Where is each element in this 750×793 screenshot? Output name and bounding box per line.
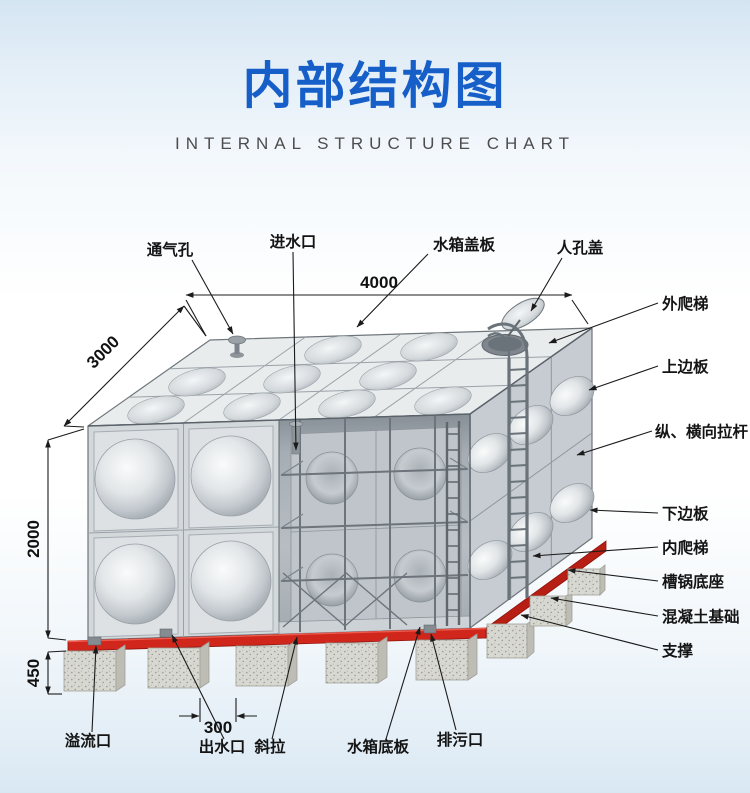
right-panel-domes bbox=[467, 376, 595, 580]
label-overflow: 溢流口 bbox=[65, 731, 112, 750]
label-int-ladder: 内爬梯 bbox=[662, 538, 709, 557]
tie-rods-horizontal bbox=[280, 468, 469, 582]
page-subtitle: INTERNAL STRUCTURE CHART bbox=[175, 134, 575, 153]
manhole bbox=[481, 297, 545, 356]
label-vent: 通气孔 bbox=[147, 240, 194, 259]
label-inlet: 进水口 bbox=[270, 232, 317, 251]
dim-width-label: 4000 bbox=[360, 273, 398, 292]
dim-gap-label: 300 bbox=[204, 718, 232, 737]
drain-pipe bbox=[423, 624, 437, 634]
label-outlet: 出水口 bbox=[199, 737, 246, 756]
dimension-lines bbox=[45, 292, 589, 722]
label-ext-ladder: 外爬梯 bbox=[662, 294, 709, 313]
label-tie-rods: 纵、横向拉杆 bbox=[655, 422, 749, 441]
page-title: 内部结构图 bbox=[242, 58, 508, 114]
internal-ladder bbox=[445, 421, 461, 626]
label-top-plate: 上边板 bbox=[662, 357, 709, 376]
label-drain: 排污口 bbox=[437, 730, 484, 749]
tie-rods-vertical bbox=[299, 416, 436, 632]
label-manhole: 人孔盖 bbox=[557, 238, 604, 257]
label-brace: 斜拉 bbox=[253, 737, 286, 756]
dim-depth-label: 3000 bbox=[83, 332, 123, 372]
pipe-stubs bbox=[87, 624, 437, 646]
overflow-pipe bbox=[87, 636, 102, 646]
leader-lines bbox=[91, 251, 659, 740]
outlet-pipe bbox=[159, 628, 173, 638]
part-labels: 通气孔 进水口 水箱盖板 人孔盖 外爬梯 上边板 纵、横向拉杆 下边板 内爬梯 … bbox=[65, 232, 749, 756]
cutaway-interior bbox=[278, 413, 471, 635]
header: 内部结构图 INTERNAL STRUCTURE CHART bbox=[0, 0, 750, 208]
front-panel-domes bbox=[94, 435, 272, 625]
dim-base-height-label: 450 bbox=[24, 659, 43, 687]
label-base-seat: 槽锅底座 bbox=[662, 572, 725, 591]
label-tank-bottom: 水箱底板 bbox=[347, 737, 410, 756]
tie-rods-depth bbox=[280, 457, 469, 582]
diagonal-braces bbox=[282, 571, 408, 628]
foundation-blocks bbox=[63, 564, 606, 692]
vent-pipe bbox=[228, 335, 246, 358]
external-ladder bbox=[487, 322, 529, 600]
dim-height-label: 2000 bbox=[24, 520, 43, 558]
structure-diagram: 4000 3000 2000 450 300 通气孔 进水口 水箱盖板 人孔盖 … bbox=[24, 232, 749, 756]
top-panel-grid bbox=[128, 330, 552, 424]
label-foundation: 混凝土基础 bbox=[662, 607, 740, 626]
label-support: 支撑 bbox=[661, 641, 694, 660]
label-cover: 水箱盖板 bbox=[433, 235, 496, 254]
front-panel-grid bbox=[87, 423, 280, 637]
label-bottom-plate: 下边板 bbox=[662, 504, 709, 523]
